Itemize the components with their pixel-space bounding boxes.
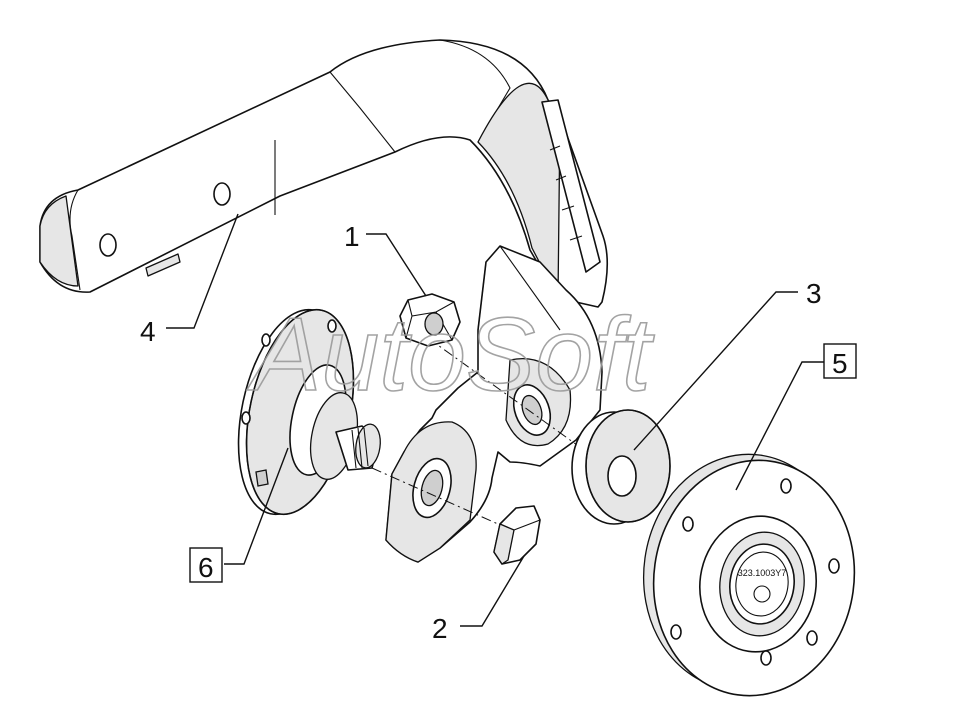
part-3-washer — [571, 409, 671, 525]
callout-2: 2 — [432, 613, 448, 644]
hub-marking-text: 323.1003Y7 — [738, 568, 787, 578]
callout-5: 5 — [823, 343, 857, 379]
part-1-nut — [399, 293, 461, 347]
callout-5-label: 5 — [832, 348, 848, 379]
bracket-body — [385, 245, 603, 563]
callout-6-label: 6 — [198, 552, 214, 583]
assembly-axes — [371, 337, 585, 533]
callout-1: 1 — [344, 221, 360, 252]
part-6-hub-shaft — [237, 308, 381, 516]
callout-4: 4 — [140, 316, 156, 347]
part-5-flanged-hub: 323.1003Y7 — [642, 453, 856, 697]
leader-lines — [166, 213, 824, 627]
callout-3-label: 3 — [806, 278, 822, 309]
callout-1-label: 1 — [344, 221, 360, 252]
callout-5-box — [823, 343, 857, 379]
callout-2-label: 2 — [432, 613, 448, 644]
watermark-text: AutoSoft — [246, 297, 655, 413]
part-2-nut — [493, 505, 541, 565]
callout-3: 3 — [806, 278, 822, 309]
callout-6: 6 — [189, 547, 223, 583]
part-4-arm — [39, 39, 609, 308]
callout-4-label: 4 — [140, 316, 156, 347]
callout-6-box — [189, 547, 223, 583]
